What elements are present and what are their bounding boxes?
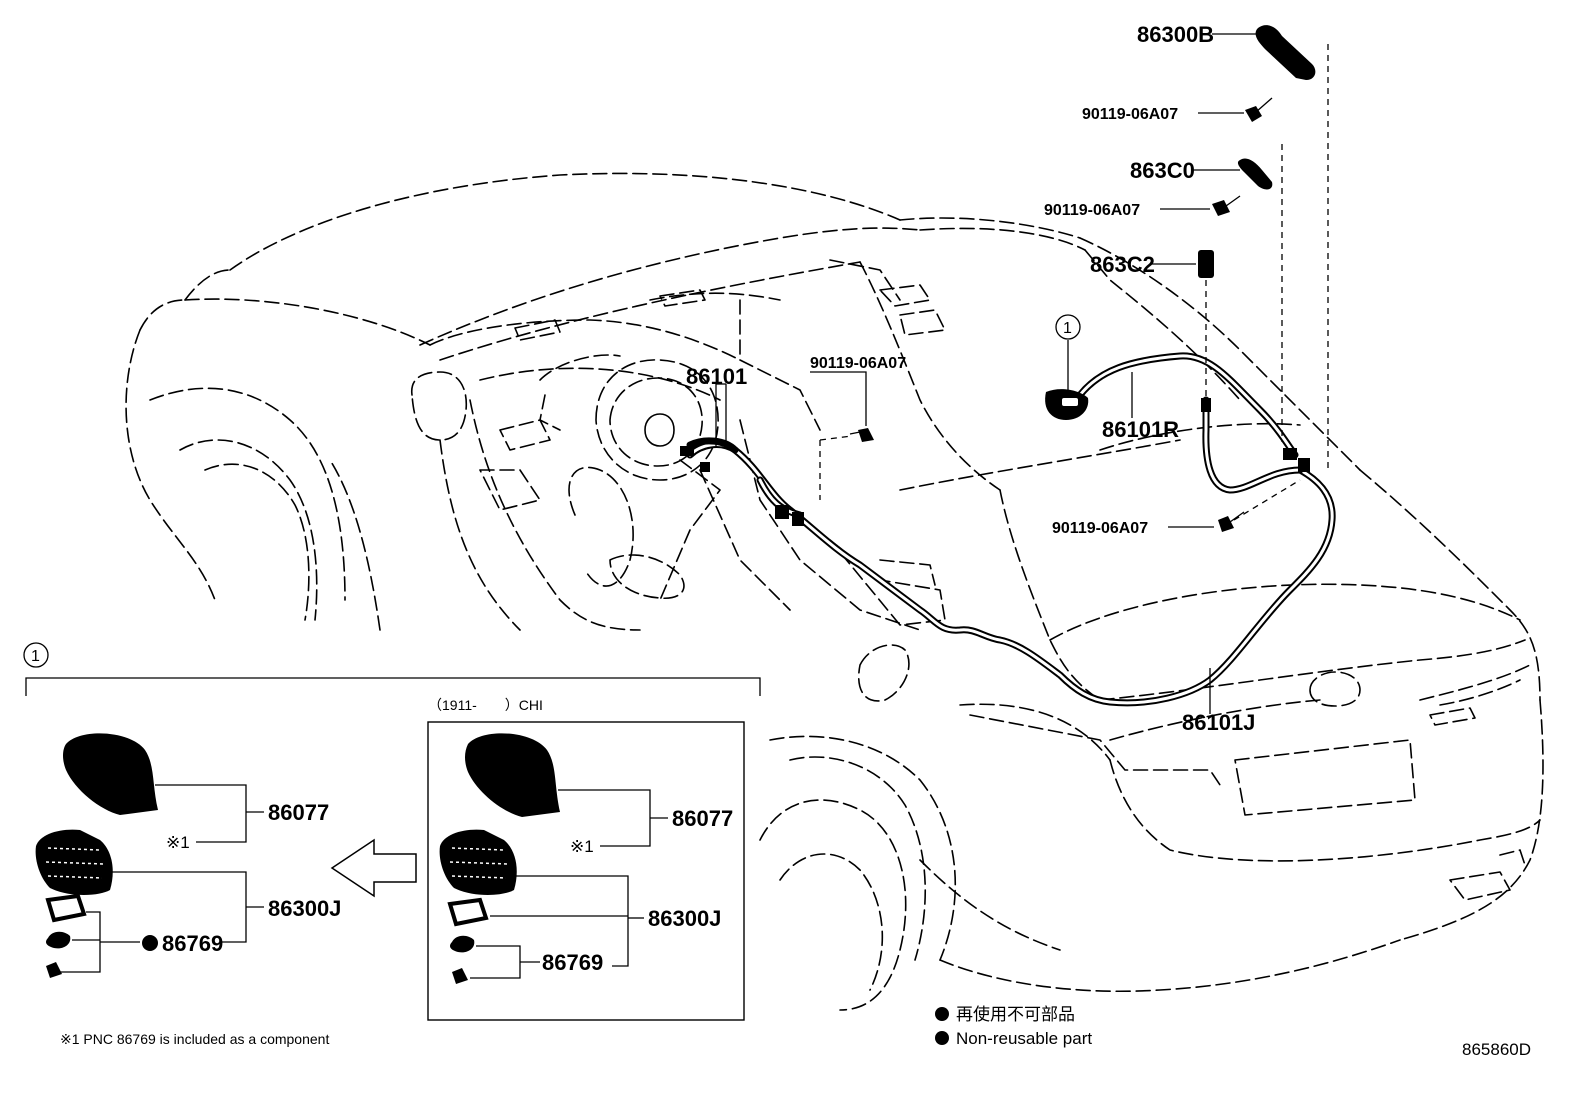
- right-label-86769: 86769: [542, 950, 603, 975]
- part-labels: 86300B 90119-06A07 863C0 90119-06A07 863…: [686, 22, 1255, 735]
- label-90119-06A07-a: 90119-06A07: [1082, 106, 1178, 123]
- callout-marker: [1055, 314, 1081, 340]
- callout-marker-label: 1: [1063, 320, 1072, 337]
- label-863C2: 863C2: [1090, 252, 1155, 277]
- label-86101J: 86101J: [1182, 710, 1255, 735]
- inset-marker-label: 1: [31, 648, 40, 665]
- replacement-arrow-icon: [330, 838, 417, 898]
- right-label-86077: 86077: [672, 806, 733, 831]
- label-90119-06A07-c: 90119-06A07: [810, 355, 906, 372]
- right-label-86300J: 86300J: [648, 906, 721, 931]
- label-863C0: 863C0: [1130, 158, 1195, 183]
- legend-jp: 再使用不可部品: [956, 1004, 1075, 1024]
- antenna-parts-top: [849, 25, 1316, 532]
- diagram-code: 865860D: [1462, 1040, 1531, 1059]
- legend-en: Non-reusable part: [956, 1029, 1092, 1048]
- legend-bullet-icon-en: [935, 1031, 949, 1045]
- legend: 再使用不可部品 Non-reusable part: [935, 1004, 1092, 1048]
- label-90119-06A07-d: 90119-06A07: [1052, 520, 1148, 537]
- callout-right-group: （1911- ）CHI 86077 ※1 86300J 86769: [427, 697, 745, 1021]
- label-90119-06A07-b: 90119-06A07: [1044, 202, 1140, 219]
- label-86300B: 86300B: [1137, 22, 1214, 47]
- right-header: （1911- ）CHI: [428, 697, 543, 713]
- alignment-lines: [819, 44, 1329, 521]
- left-label-86769: 86769: [162, 931, 223, 956]
- footnote: ※1 PNC 86769 is included as a component: [60, 1031, 329, 1047]
- label-86101: 86101: [686, 364, 747, 389]
- inset-marker: [23, 642, 49, 668]
- leader-lines: [715, 33, 1256, 714]
- vehicle-outline: [125, 172, 1544, 1011]
- left-label-86077: 86077: [268, 800, 329, 825]
- left-label-86300J: 86300J: [268, 896, 341, 921]
- right-note-ref: ※1: [570, 837, 594, 856]
- callout-left-group: 86077 ※1 86300J 86769: [35, 733, 341, 978]
- antenna-cord-harness: [680, 352, 1336, 707]
- label-86101R: 86101R: [1102, 417, 1179, 442]
- legend-bullet-icon-jp: [935, 1007, 949, 1021]
- non-reusable-bullet-icon: [142, 935, 158, 951]
- left-note-ref: ※1: [166, 833, 190, 852]
- detail-callout: 1 86077 ※1 86300J 86769 （19: [23, 642, 761, 1021]
